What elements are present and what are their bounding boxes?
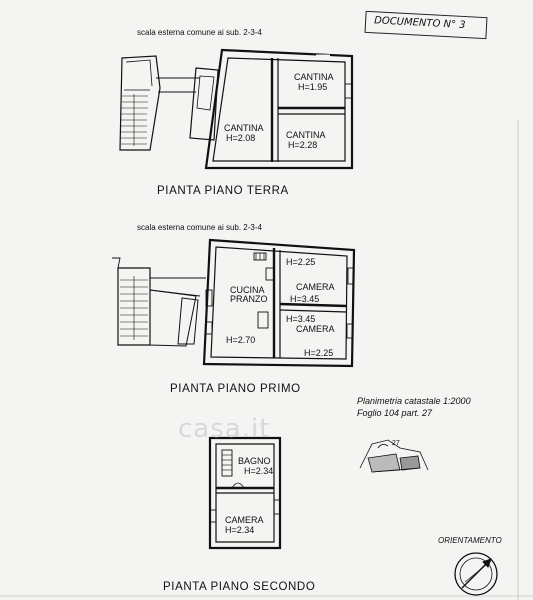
- first-room-1-name: CUCINA: [230, 285, 265, 295]
- second-room-1-height: H=2.34: [244, 466, 274, 476]
- first-room-1-height: H=2.70: [226, 335, 256, 345]
- ground-floor-outline: [204, 48, 354, 170]
- cadastral-scale: Planimetria catastale 1:2000: [357, 396, 471, 406]
- cadastral-map: [359, 439, 429, 473]
- first-room-3-name: CAMERA: [296, 324, 335, 334]
- second-floor-title: PIANTA PIANO SECONDO: [163, 581, 316, 593]
- watermark: casa.it: [178, 414, 271, 444]
- first-room-2-name: CAMERA: [296, 282, 335, 292]
- first-stair-note: scala esterna comune ai sub. 2-3-4: [137, 223, 262, 232]
- second-room-1-name: BAGNO: [238, 456, 271, 466]
- ground-stair-note: scala esterna comune ai sub. 2-3-4: [137, 28, 262, 37]
- ground-room-3-name: CANTINA: [286, 130, 326, 140]
- ground-room-2-height: H=2.08: [226, 133, 256, 143]
- first-room-2-height-top: H=2.25: [286, 257, 316, 267]
- second-room-2-height: H=2.34: [225, 525, 255, 535]
- first-room-3-height-top: H=3.45: [286, 314, 316, 324]
- first-floor-title: PIANTA PIANO PRIMO: [170, 383, 301, 395]
- first-room-1-name2: PRANZO: [230, 294, 268, 304]
- first-room-2-height-bottom: H=3.45: [290, 294, 320, 304]
- orientation-label: ORIENTAMENTO: [438, 536, 502, 545]
- first-room-3-height-bottom: H=2.25: [304, 348, 334, 358]
- ground-room-1-height: H=1.95: [298, 82, 328, 92]
- cadastral-parcel-number: 27: [392, 440, 400, 447]
- exterior-stair-ground: [119, 55, 161, 151]
- ground-room-1-name: CANTINA: [294, 72, 334, 82]
- document-stamp-text: DOCUMENTO N° 3: [373, 15, 466, 32]
- second-room-2-name: CAMERA: [225, 515, 264, 525]
- cadastral-sheet: Foglio 104 part. 27: [357, 408, 433, 418]
- ground-room-2-name: CANTINA: [224, 123, 264, 133]
- ground-room-3-height: H=2.28: [288, 140, 318, 150]
- orientation-compass: [454, 552, 498, 596]
- inner-stair-ground: [189, 67, 219, 141]
- ground-floor-title: PIANTA PIANO TERRA: [157, 185, 289, 197]
